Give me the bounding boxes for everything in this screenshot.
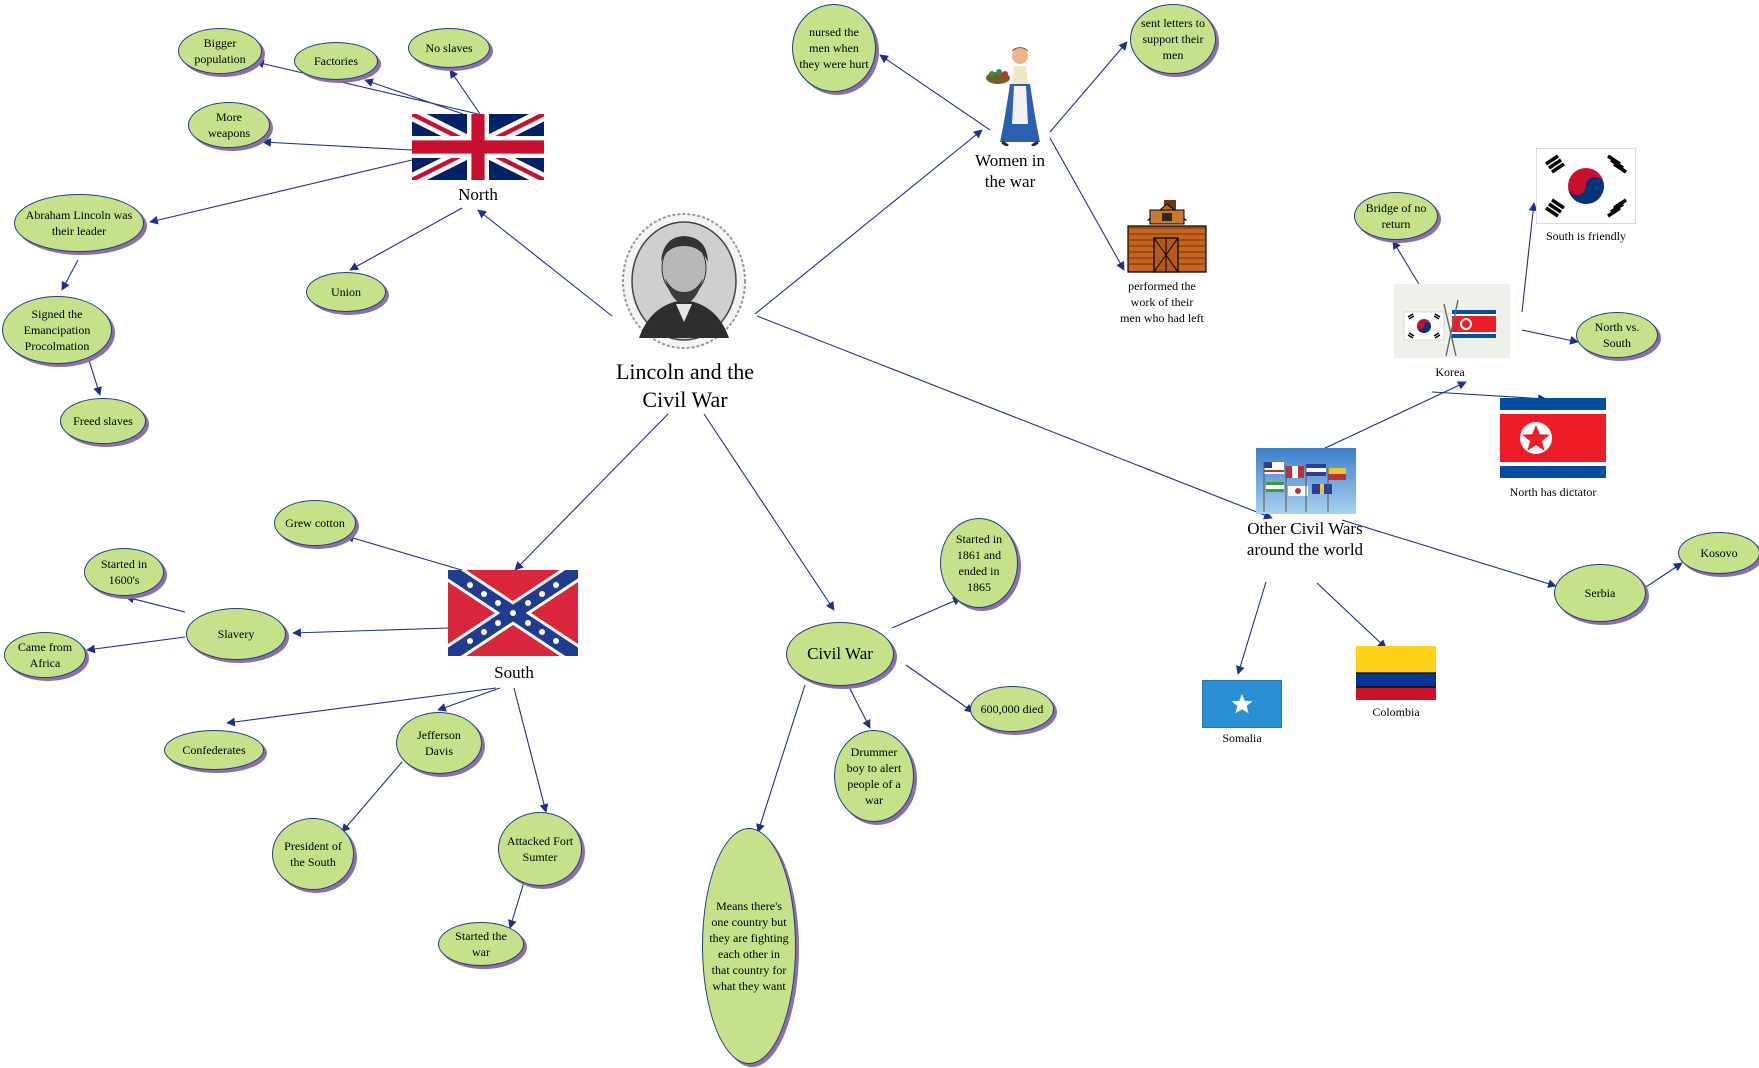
link-civilwar-meaning xyxy=(756,684,806,833)
korea-north-vs-south[interactable]: North vs. South xyxy=(1576,312,1658,358)
link-korea-south xyxy=(1521,202,1538,313)
link-women-letters xyxy=(1049,41,1128,133)
north-lincoln-leader[interactable]: Abraham Lincoln was their leader xyxy=(14,194,144,252)
women-label: Women in the war xyxy=(975,151,1045,191)
women-work[interactable]: performed the work of their men who had … xyxy=(1120,279,1204,325)
south-started-war[interactable]: Started the war xyxy=(438,922,524,966)
korea-bridge-of-no-return[interactable]: Bridge of no return xyxy=(1354,192,1438,240)
link-south-fort xyxy=(513,687,549,813)
somalia-flag-icon xyxy=(1202,680,1282,728)
somalia-label[interactable]: Somalia xyxy=(1222,731,1262,745)
link-north-population xyxy=(255,59,479,115)
map-title: Lincoln and the Civil War xyxy=(615,359,755,412)
south-grew-cotton[interactable]: Grew cotton xyxy=(274,500,356,546)
link-south-jefferson xyxy=(437,687,501,712)
south-started-1600s[interactable]: Started in 1600's xyxy=(84,548,164,596)
link-other-serbia xyxy=(1341,519,1557,588)
north-union[interactable]: Union xyxy=(306,272,386,312)
link-north-union xyxy=(349,207,463,271)
link-center-north xyxy=(477,209,613,317)
link-lincoln-emancipation xyxy=(61,259,79,291)
north-label: North xyxy=(458,185,498,204)
civil-war-drummer[interactable]: Drummer boy to alert people of a war xyxy=(834,730,914,822)
link-korea-north-vs-south xyxy=(1521,329,1579,345)
north-more-weapons[interactable]: More weapons xyxy=(188,102,270,148)
women-letters[interactable]: sent letters to support their men xyxy=(1130,4,1216,74)
link-civilwar-dates xyxy=(891,597,962,629)
link-other-korea xyxy=(1320,381,1467,451)
link-jefferson-president xyxy=(341,761,403,833)
link-center-civilwar xyxy=(703,413,835,611)
link-center-other xyxy=(756,315,1273,520)
korea-flags-icon xyxy=(1394,284,1510,358)
korea-south-friendly[interactable]: South is friendly xyxy=(1546,229,1626,243)
link-center-women xyxy=(754,129,983,315)
link-north-factories xyxy=(364,78,464,115)
colonial-woman-icon xyxy=(986,47,1040,146)
link-korea-bridge xyxy=(1392,240,1421,287)
link-slavery-1600s xyxy=(125,594,186,613)
north-no-slaves[interactable]: No slaves xyxy=(408,28,490,68)
north-bigger-population[interactable]: Bigger population xyxy=(178,28,262,74)
link-south-cotton xyxy=(345,534,466,572)
link-women-nursed xyxy=(879,54,991,131)
link-civilwar-drummer xyxy=(847,684,871,729)
link-serbia-kosovo xyxy=(1642,562,1683,590)
link-fort-started xyxy=(508,881,525,929)
south-slavery[interactable]: Slavery xyxy=(186,608,286,660)
other-civil-wars-label: Other Civil Wars around the world xyxy=(1246,519,1364,559)
union-jack-flag-icon xyxy=(412,114,544,180)
link-other-colombia xyxy=(1316,582,1387,649)
civil-war-meaning[interactable]: Means there's one country but they are f… xyxy=(702,828,796,1064)
link-other-somalia xyxy=(1236,581,1267,675)
colombia-label[interactable]: Colombia xyxy=(1372,705,1420,719)
link-women-work xyxy=(1049,137,1125,271)
south-jefferson-davis[interactable]: Jefferson Davis xyxy=(396,712,482,774)
south-label: South xyxy=(494,663,534,682)
north-factories[interactable]: Factories xyxy=(294,42,378,80)
world-flags-icon xyxy=(1256,448,1356,514)
civil-war-died[interactable]: 600,000 died xyxy=(970,686,1054,732)
korea-label: Korea xyxy=(1435,365,1465,379)
south-confederates[interactable]: Confederates xyxy=(164,730,264,770)
link-north-lincoln xyxy=(149,159,413,225)
serbia-node[interactable]: Serbia xyxy=(1554,564,1646,622)
civil-war-node[interactable]: Civil War xyxy=(786,622,894,686)
south-attacked-fort[interactable]: Attacked Fort Sumter xyxy=(498,812,582,886)
civil-war-dates[interactable]: Started in 1861 and ended in 1865 xyxy=(940,518,1018,608)
link-north-noslaves xyxy=(449,69,481,115)
north-korea-flag-icon xyxy=(1500,398,1606,478)
link-emancipation-freed xyxy=(86,353,102,396)
link-civilwar-died xyxy=(905,664,974,713)
south-came-from-africa[interactable]: Came from Africa xyxy=(4,632,86,678)
link-south-slavery xyxy=(292,627,449,638)
south-president[interactable]: President of the South xyxy=(272,818,354,890)
north-emancipation[interactable]: Signed the Emancipation Procolmation xyxy=(2,296,112,364)
link-south-confederates xyxy=(226,687,497,727)
confederate-flag-icon xyxy=(448,570,578,656)
north-freed-slaves[interactable]: Freed slaves xyxy=(60,398,146,444)
link-korea-dictator xyxy=(1431,391,1547,403)
log-cabin-icon xyxy=(1127,200,1207,273)
lincoln-portrait-icon xyxy=(622,213,746,349)
link-north-weapons xyxy=(262,138,413,151)
kosovo-node[interactable]: Kosovo xyxy=(1678,532,1759,574)
south-korea-flag-icon xyxy=(1536,148,1636,224)
colombia-flag-icon xyxy=(1356,646,1436,700)
link-slavery-africa xyxy=(86,636,186,654)
korea-north-dictator[interactable]: North has dictator xyxy=(1509,485,1597,499)
link-center-south xyxy=(514,413,669,571)
women-nursed[interactable]: nursed the men when they were hurt xyxy=(792,4,876,92)
